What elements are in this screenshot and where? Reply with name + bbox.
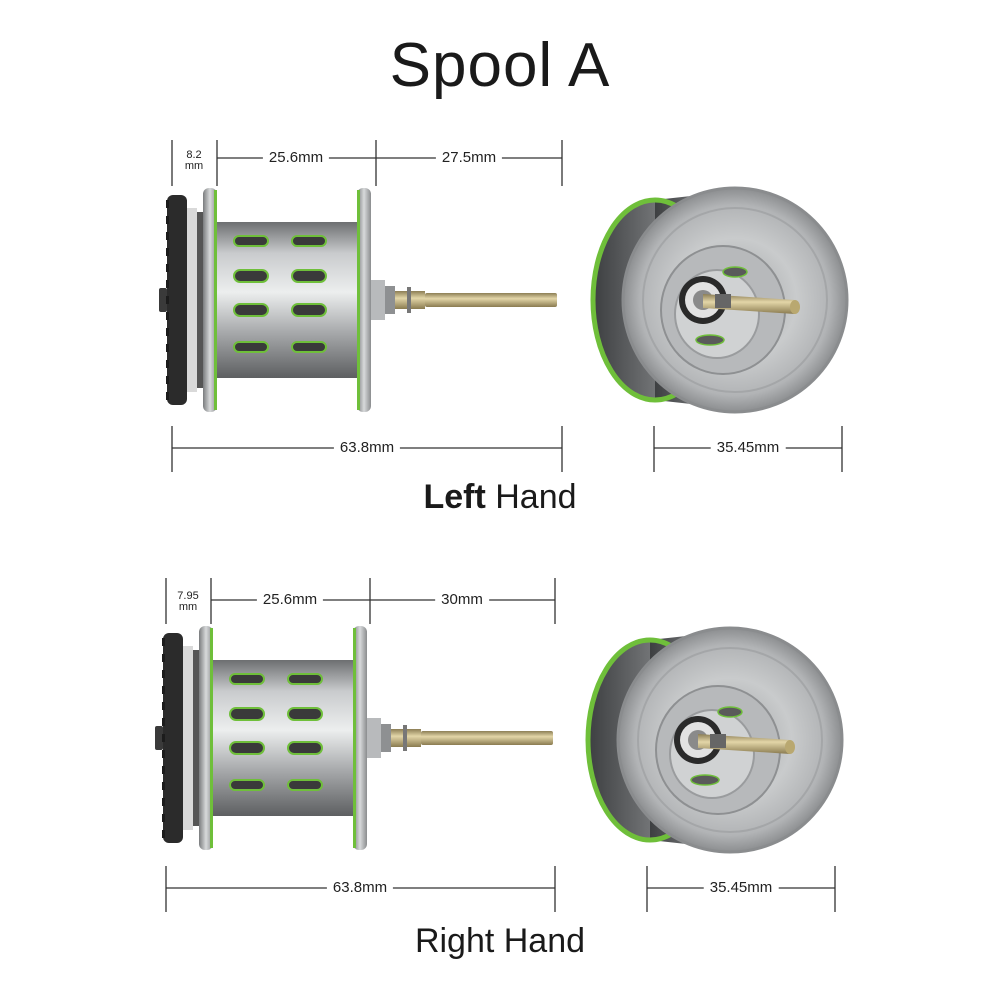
left-diameter: 35.45mm <box>710 439 786 457</box>
right-knob-width-unit: mm <box>178 601 198 613</box>
page-title: Spool A <box>389 31 611 100</box>
right-total-width: 63.8mm <box>326 879 394 897</box>
right-knob-width-value: 7.95 <box>177 590 199 602</box>
right-spool-width: 25.6mm <box>256 591 324 609</box>
left-hand-label-rest: Hand <box>485 478 577 516</box>
left-knob-width-value: 8.2 <box>186 149 202 161</box>
left-knob-width: 8.2 mm <box>182 149 206 172</box>
left-hand-label: Left Hand <box>0 478 1000 517</box>
left-shaft-width: 27.5mm <box>435 149 503 167</box>
right-diameter: 35.45mm <box>703 879 779 897</box>
left-hand-label-bold: Left <box>423 478 486 516</box>
left-total-width: 63.8mm <box>333 439 401 457</box>
left-spool-width: 25.6mm <box>262 149 330 167</box>
left-knob-width-unit: mm <box>184 160 204 172</box>
right-knob-width: 7.95 mm <box>175 590 201 613</box>
right-shaft-width: 30mm <box>435 591 489 609</box>
right-hand-label: Right Hand <box>414 922 586 960</box>
